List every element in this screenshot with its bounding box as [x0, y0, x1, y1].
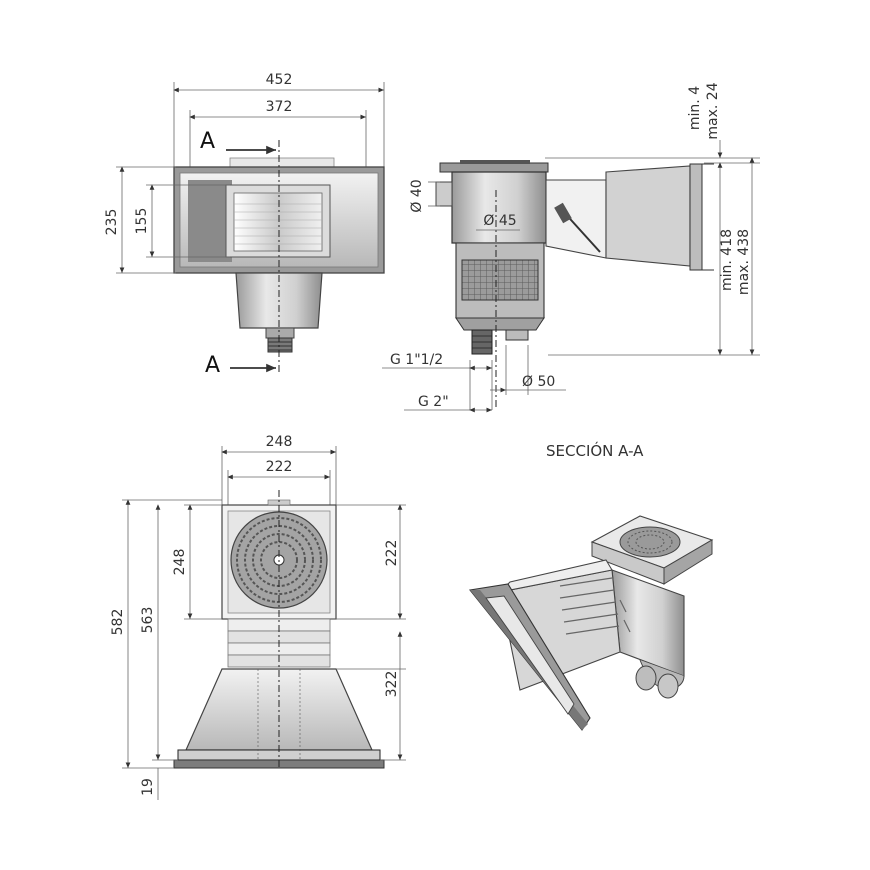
dim-plan-left-248: 248 [172, 549, 188, 576]
dim-d40: Ø 40 [409, 179, 425, 212]
dim-plan-582: 582 [110, 609, 126, 636]
plan-view: 248 222 248 [110, 434, 406, 800]
dim-plan-222: 222 [266, 459, 293, 475]
dim-min4: min. 4 [687, 86, 703, 130]
dim-plan-right-222: 222 [384, 540, 400, 567]
isometric-view [468, 515, 714, 731]
section-title: SECCIÓN A-A [546, 441, 644, 460]
dim-372: 372 [266, 99, 293, 115]
section-mark-top: A [200, 129, 215, 154]
dim-452: 452 [266, 72, 293, 88]
dim-max24: max. 24 [705, 82, 721, 139]
dim-d50: Ø 50 [522, 374, 555, 390]
dim-plan-248: 248 [266, 434, 293, 450]
dim-155: 155 [134, 208, 150, 235]
dim-235: 235 [104, 209, 120, 236]
dim-plan-322: 322 [384, 671, 400, 698]
dim-max438: max. 438 [736, 229, 752, 295]
dim-plan-19: 19 [140, 778, 156, 796]
side-section: Ø 40 Ø 45 min. 4 max. 24 min. 418 max. 4… [382, 82, 760, 413]
dim-min418: min. 418 [719, 229, 735, 291]
dim-plan-563: 563 [140, 607, 156, 634]
front-view: 452 372 A A [104, 72, 385, 378]
dim-d45: Ø 45 [483, 213, 516, 229]
dim-g2: G 2" [418, 394, 449, 410]
section-mark-bottom: A [205, 353, 220, 378]
dim-g112: G 1"1/2 [390, 352, 443, 368]
